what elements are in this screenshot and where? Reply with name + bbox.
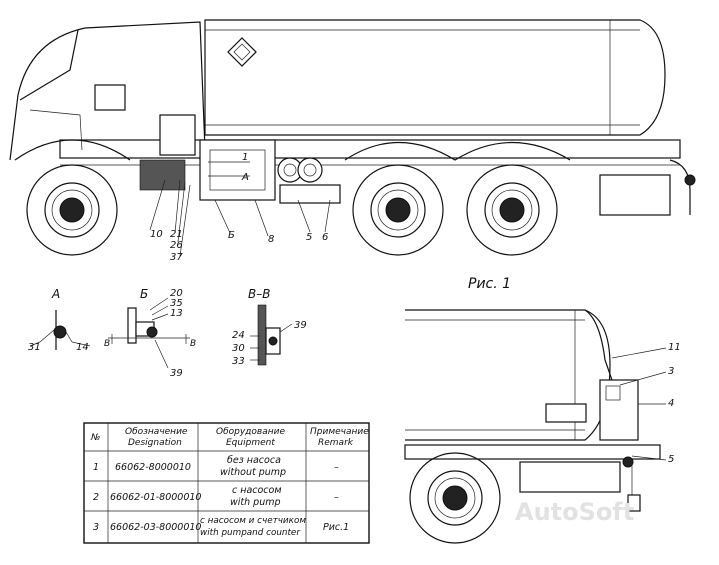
windshield [19, 29, 79, 101]
header-remark-ru: Примечание [310, 427, 369, 437]
row-remark: – [334, 492, 339, 503]
callout: 3 [668, 366, 674, 377]
view-vv: В–В 39 24 30 33 [232, 287, 307, 367]
callout: 13 [170, 308, 183, 319]
fig1-tank [405, 309, 611, 441]
view-a: А 31 14 [28, 287, 91, 353]
section-mark: В [104, 339, 110, 349]
callout: 14 [76, 342, 89, 353]
callout: 24 [232, 330, 245, 341]
fig1-hose [584, 309, 613, 381]
cab-outline [9, 21, 206, 161]
row-num: 1 [93, 462, 99, 473]
row-equipment-ru: с насосом [232, 485, 282, 496]
callout: 11 [668, 342, 681, 353]
callout: 10 [150, 229, 163, 240]
cab-door [29, 109, 83, 151]
header-num: № [90, 433, 100, 443]
watermark: AutoSoft [515, 498, 634, 526]
figure-caption: Рис. 1 [468, 276, 511, 292]
callout: 21 [170, 229, 183, 240]
rear-wheel-2 [466, 164, 558, 256]
callout: 8 [268, 234, 274, 245]
callout: 1 [242, 152, 248, 163]
callout: 6 [322, 232, 328, 243]
figure-1: Рис. 1 11 3 4 5 AutoSoft [404, 276, 681, 544]
callout: 39 [170, 368, 183, 379]
battery-box [139, 159, 186, 191]
callout: 35 [170, 298, 183, 309]
view-a-title: А [51, 287, 60, 301]
row-equipment-ru: без насоса [227, 455, 281, 466]
header-designation-ru: Обозначение [125, 427, 188, 437]
view-vv-title: В–В [248, 287, 270, 301]
row-equipment-ru: с насосом и счетчиком [200, 516, 306, 526]
chassis-frame [59, 139, 681, 159]
front-wheel [26, 164, 118, 256]
main-truck-view [9, 19, 696, 257]
callout: 5 [668, 454, 674, 465]
callout: 30 [232, 343, 245, 354]
row-equipment-en: with pump [230, 497, 281, 508]
fig1-bumper [519, 461, 621, 493]
fig1-wheel [409, 452, 501, 544]
callout: А [241, 172, 249, 183]
row-designation: 66062-01-8000010 [110, 492, 201, 503]
row-designation: 66062-03-8000010 [110, 522, 201, 533]
hazard-sign [227, 37, 257, 67]
main-callouts: 1 А 10 21 26 37 Б 8 5 6 [150, 152, 328, 263]
row-remark: Рис.1 [323, 522, 349, 533]
row-designation: 66062-8000010 [115, 462, 191, 473]
callout: 39 [294, 320, 307, 331]
row-num: 3 [93, 522, 99, 533]
rear-bumper [599, 174, 671, 216]
row-remark: – [334, 462, 339, 473]
fig1-frame [404, 444, 661, 460]
callout: 31 [28, 342, 41, 353]
designation-table: № Обозначение Designation Оборудование E… [83, 422, 370, 544]
callout: 33 [232, 356, 245, 367]
view-b: Б В В 20 35 13 39 [104, 287, 196, 379]
callout: Б [228, 230, 235, 241]
header-equipment-en: Equipment [226, 438, 275, 448]
fig1-hose-reel [545, 403, 587, 423]
rear-wheel-1 [352, 164, 444, 256]
rear-hitch [669, 159, 691, 215]
callout: 4 [668, 398, 674, 409]
header-equipment-ru: Оборудование [216, 427, 285, 437]
header-designation-en: Designation [128, 438, 182, 448]
callout: 26 [170, 240, 183, 251]
callout: 5 [306, 232, 312, 243]
equipment-cabinet [199, 139, 276, 201]
callout: 20 [170, 288, 183, 299]
view-b-title: Б [140, 287, 148, 301]
callout: 37 [170, 252, 183, 263]
filter-housing [159, 114, 196, 156]
header-remark-en: Remark [318, 438, 354, 448]
row-equipment-en: without pump [220, 467, 286, 478]
air-intake [94, 84, 126, 111]
pump-base [279, 184, 341, 204]
section-mark: В [190, 339, 196, 349]
row-num: 2 [93, 492, 99, 503]
row-equipment-en: with pumpand counter [200, 528, 301, 538]
tank-body [204, 19, 666, 136]
